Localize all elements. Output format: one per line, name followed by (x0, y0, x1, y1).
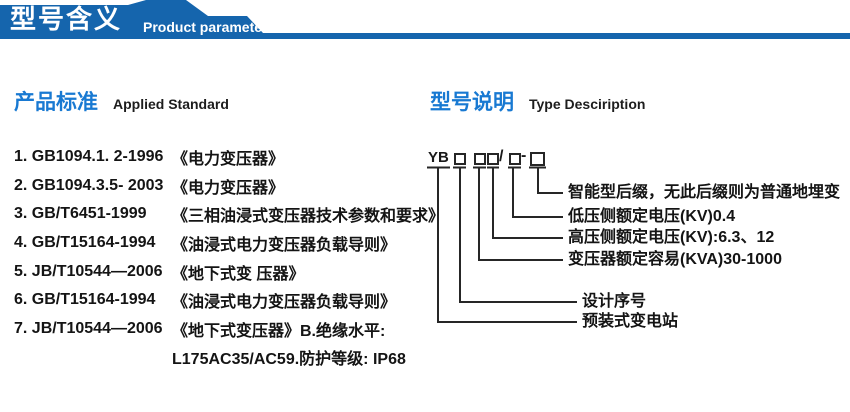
connector-line (512, 168, 563, 218)
model-code-slash: / (499, 148, 504, 165)
standard-item: 4. GB/T15164-1994 《油浸式电力变压器负载导则》 (14, 229, 434, 258)
annotation-rated-capacity: 变压器额定容易(KVA)30-1000 (568, 251, 782, 268)
model-code-box (454, 153, 466, 165)
standard-desc: L175AC35/AC59.防护等级: IP68 (172, 351, 406, 369)
standard-desc: 《地下式变压器》B.绝缘水平: (172, 322, 386, 340)
standard-item: 3. GB/T6451-1999 《三相油浸式变压器技术参数和要求》 (14, 200, 444, 229)
annotation-design-serial: 设计序号 (582, 293, 647, 310)
model-code-dash: - (521, 147, 527, 164)
standard-item-continuation: L175AC35/AC59.防护等级: IP68 (14, 343, 434, 372)
model-code-box (509, 153, 521, 165)
standard-desc: 《油浸式电力变压器负载导则》 (172, 237, 397, 255)
applied-standard-title-en: Applied Standard (113, 96, 229, 112)
standard-item: 1. GB1094.1. 2-1996 《电力变压器》 (14, 143, 434, 172)
model-code-box (487, 153, 499, 165)
annotation-prefabricated-substation: 预装式变电站 (582, 313, 679, 330)
standard-code: 2. GB1094.3.5- 2003 (14, 176, 164, 194)
standard-code: 6. GB/T15164-1994 (14, 291, 156, 309)
connector-line (478, 168, 563, 261)
page-title: 型号含义 (10, 4, 123, 34)
standard-desc: 《油浸式电力变压器负载导则》 (172, 294, 397, 312)
applied-standard-title: 产品标准 (14, 91, 98, 114)
annotation-hv-voltage: 高压侧额定电压(KV):6.3、12 (568, 229, 775, 246)
annotation-smart-suffix: 智能型后缀，无此后缀则为普通地埋变 (568, 184, 841, 201)
connector-line (459, 168, 577, 303)
connector-line (537, 168, 563, 194)
standard-code: 3. GB/T6451-1999 (14, 205, 147, 223)
connector-lines (437, 168, 577, 323)
type-description-title-en: Type Desciription (529, 96, 646, 112)
model-code-box (530, 152, 545, 166)
standard-code: 4. GB/T15164-1994 (14, 234, 156, 252)
standard-desc: 《三相油浸式变压器技术参数和要求》 (172, 208, 445, 226)
standard-code: 5. JB/T10544—2006 (14, 262, 163, 280)
standard-item: 5. JB/T10544—2006 《地下式变 压器》 (14, 257, 434, 286)
model-code-box (474, 153, 486, 165)
annotation-lv-voltage: 低压侧额定电压(KV)0.4 (568, 208, 736, 225)
standard-item: 7. JB/T10544—2006 《地下式变压器》B.绝缘水平: (14, 315, 434, 344)
header-ribbon (0, 0, 850, 39)
standard-desc: 《电力变压器》 (172, 179, 285, 197)
standard-desc: 《地下式变 压器》 (172, 265, 305, 283)
applied-standard-header: 产品标准 Applied Standard (14, 86, 229, 116)
model-code-prefix: YB (428, 149, 449, 166)
standard-item: 2. GB1094.3.5- 2003 《电力变压器》 (14, 172, 434, 201)
header-ribbon-shape (0, 0, 850, 39)
standards-list: 1. GB1094.1. 2-1996 《电力变压器》 2. GB1094.3.… (14, 143, 444, 372)
standard-item: 6. GB/T15164-1994 《油浸式电力变压器负载导则》 (14, 286, 434, 315)
type-description-title: 型号说明 (430, 91, 514, 114)
standard-code: 7. JB/T10544—2006 (14, 319, 163, 337)
standard-desc: 《电力变压器》 (172, 151, 285, 169)
type-description-header: 型号说明 Type Desciription (430, 86, 645, 116)
connector-line (437, 168, 577, 323)
standard-code: 1. GB1094.1. 2-1996 (14, 148, 164, 166)
connector-line (492, 168, 563, 239)
page-subtitle: Product parameters (143, 19, 276, 35)
